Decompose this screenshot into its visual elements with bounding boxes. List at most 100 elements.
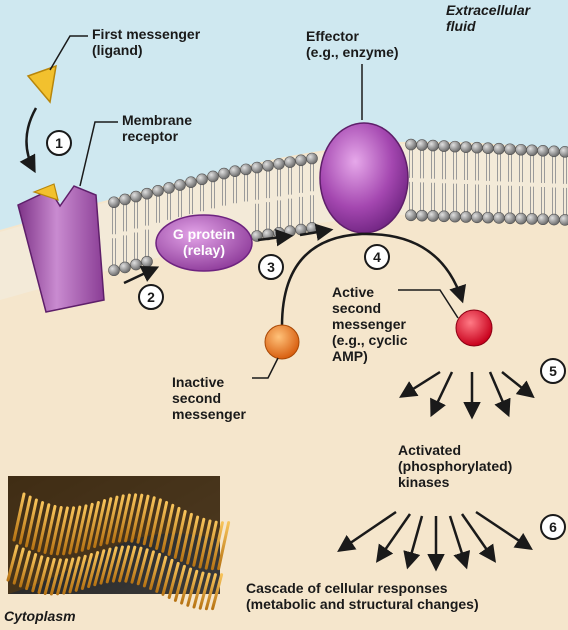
step-1-arrow [19, 107, 38, 174]
phospholipid-head [119, 193, 131, 206]
phospholipid-head [207, 170, 219, 183]
inset-fiber [49, 558, 62, 596]
phospholipid-head [416, 139, 428, 151]
active-second-messenger [455, 309, 493, 347]
inset-fiber [117, 493, 131, 543]
effector-enzyme [319, 122, 409, 234]
phospholipid-head [438, 140, 450, 152]
leader-lines [49, 35, 459, 379]
phospholipid-head [284, 225, 296, 237]
inset-fiber [80, 552, 93, 590]
phospholipid-head [240, 163, 252, 176]
inset-fiber [161, 503, 175, 553]
phospholipid-heads [108, 138, 568, 277]
extracellular-region [0, 0, 568, 230]
phospholipid-head [427, 139, 439, 152]
inset-fiber [43, 558, 56, 596]
inset-fiber [118, 545, 131, 583]
inset-fiber [136, 548, 149, 586]
inset-fiber [56, 558, 69, 596]
phospholipid-head [427, 210, 439, 222]
inset-fiber [136, 494, 150, 544]
ligand-icon [26, 64, 57, 104]
membrane-receptor [17, 185, 105, 313]
g-protein-label: G protein (relay) [172, 226, 236, 258]
phospholipid-tails [112, 149, 567, 266]
phospholipid-head [548, 213, 560, 226]
phospholipid-head [174, 179, 186, 191]
inset-fiber [198, 519, 212, 569]
inset-fiber [80, 502, 94, 552]
inset-fiber [25, 553, 38, 591]
inset-fiber [173, 564, 186, 602]
phospholipid-head [493, 212, 505, 224]
first-messenger-label: First messenger (ligand) [92, 26, 201, 58]
phospholipid-head [526, 213, 538, 225]
inset-fiber [68, 505, 82, 555]
step-4-arrow [280, 232, 467, 327]
inset-fiber [37, 503, 51, 553]
phospholipid-head [471, 211, 483, 224]
inset-fiber [86, 500, 100, 550]
step-2-badge: 2 [138, 284, 164, 310]
inset-fiber [124, 493, 138, 543]
inset-fiber [93, 499, 107, 549]
inset-fiber [179, 512, 193, 562]
inset-fiber [12, 547, 25, 585]
phospholipid-head [262, 159, 274, 172]
inset-fiber [198, 572, 211, 610]
inactive-second-messenger [264, 324, 300, 360]
inset-fiber [62, 506, 76, 556]
phospholipid-head [504, 212, 516, 225]
phospholipid-head [218, 167, 230, 180]
phospholipid-head [273, 158, 285, 170]
phospholipid-head [515, 143, 527, 156]
phospholipid-head [108, 196, 120, 209]
phospholipid-head [526, 144, 538, 157]
inset-fiber [211, 573, 224, 611]
inset-fiber [148, 498, 162, 548]
phospholipid-head [493, 142, 505, 155]
inset-fiber [192, 517, 206, 567]
phospholipid-head [482, 211, 494, 224]
step-6-arrows [337, 510, 533, 572]
phospholipid-head [515, 212, 527, 225]
bound-ligand-icon [32, 183, 59, 201]
inset-fiber [99, 547, 112, 585]
inset-fiber [204, 520, 218, 570]
phospholipid-head [108, 264, 120, 277]
phospholipid-head [130, 258, 142, 271]
cytoplasm-label: Cytoplasm [4, 608, 76, 624]
inset-fiber [99, 497, 113, 547]
step-3-arrow-b [299, 223, 334, 241]
phospholipid-head [482, 142, 494, 154]
phospholipid-head [449, 210, 461, 223]
inset-fiber [130, 493, 144, 543]
phospholipid-head [460, 141, 472, 153]
phospholipid-head [251, 161, 263, 174]
phospholipid-head [405, 138, 417, 151]
inset-fiber [62, 557, 75, 595]
phospholipid-head [559, 214, 568, 226]
inset-fiber [130, 546, 143, 584]
phospholipid-head [405, 209, 417, 222]
inset-fiber [55, 506, 69, 556]
inset-fiber [105, 495, 119, 545]
active-second-messenger-label: Active second messenger (e.g., cyclic AM… [332, 284, 408, 364]
phospholipid-head [471, 141, 483, 154]
phospholipid-head [130, 190, 142, 203]
phospholipid-head [449, 140, 461, 153]
step-5-badge: 5 [540, 358, 566, 384]
phospholipid-head [306, 152, 318, 165]
inset-fiber [167, 506, 181, 556]
inset-fiber [186, 569, 199, 607]
inset-fiber [74, 554, 87, 592]
inactive-second-messenger-label: Inactive second messenger [172, 374, 246, 422]
inset-fiber [37, 556, 50, 594]
step-4-badge: 4 [364, 244, 390, 270]
phospholipid-head [438, 210, 450, 223]
inset-fiber [18, 550, 31, 588]
phospholipid-head [460, 211, 472, 223]
inset-fiber [31, 501, 45, 551]
inset-fiber [173, 509, 187, 559]
